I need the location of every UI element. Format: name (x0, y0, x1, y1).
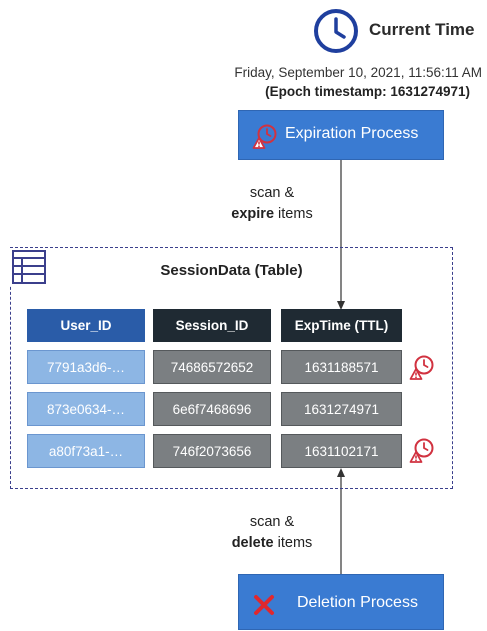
scan-delete-label: scan & delete items (222, 512, 322, 554)
deletion-process-box: Deletion Process (238, 574, 444, 630)
row3-session-id: 746f2073656 (153, 434, 271, 468)
row1-expired-alarm-icon (409, 353, 435, 381)
row2-session-id: 6e6f7468696 (153, 392, 271, 426)
scan-delete-line1: scan & (249, 514, 295, 530)
current-date: Friday, September 10, 2021, 11:56:11 AM (234, 65, 482, 80)
red-x-icon (253, 594, 275, 616)
table-icon (9, 247, 49, 287)
epoch-timestamp: (Epoch timestamp: 1631274971) (265, 84, 470, 99)
expiration-process-box: Expiration Process (238, 110, 444, 160)
expiration-process-label: Expiration Process (285, 125, 419, 142)
row3-exp-time: 1631102171 (281, 434, 402, 468)
row1-session-id: 74686572652 (153, 350, 271, 384)
row3-user-id: a80f73a1-… (27, 434, 145, 468)
scan-delete-bold: delete (231, 535, 274, 551)
table-title: SessionData (Table) (160, 262, 303, 279)
header-exp-time: ExpTime (TTL) (281, 309, 402, 342)
scan-expire-line1: scan & (249, 185, 295, 201)
row2-user-id: 873e0634-… (27, 392, 145, 426)
scan-expire-bold: expire (231, 206, 275, 222)
deletion-process-label: Deletion Process (297, 594, 418, 611)
current-time-title: Current Time (369, 20, 475, 39)
row3-expired-alarm-icon (409, 436, 435, 464)
scan-expire-rest: items (274, 206, 313, 222)
header-user-id: User_ID (27, 309, 145, 342)
row2-exp-time: 1631274971 (281, 392, 402, 426)
row1-exp-time: 1631188571 (281, 350, 402, 384)
scan-delete-rest: items (273, 535, 313, 551)
session-table-frame (10, 247, 453, 489)
header-session-id: Session_ID (153, 309, 271, 342)
row1-user-id: 7791a3d6-… (27, 350, 145, 384)
scan-expire-label: scan & expire items (222, 183, 322, 225)
alarm-warning-icon (252, 122, 278, 150)
clock-icon (313, 8, 359, 54)
